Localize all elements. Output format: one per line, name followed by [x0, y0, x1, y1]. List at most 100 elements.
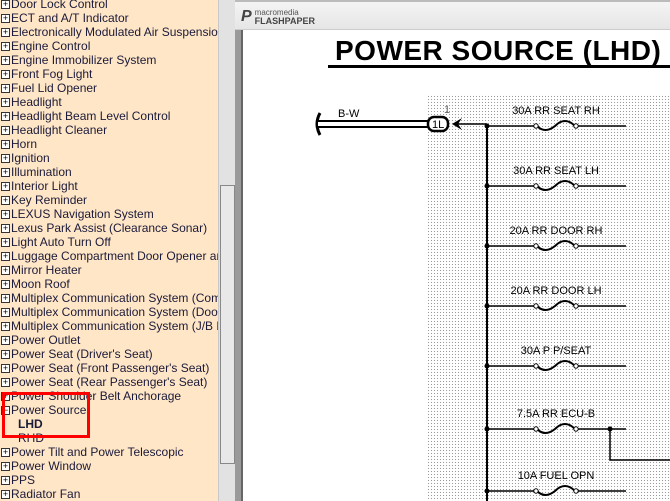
- tree-item-label: Power Seat (Front Passenger's Seat): [11, 361, 210, 375]
- tree-item-label: Engine Immobilizer System: [11, 53, 157, 67]
- expand-icon[interactable]: +: [1, 97, 10, 107]
- tree-item-label: Electronically Modulated Air Suspension: [11, 25, 218, 39]
- expand-icon[interactable]: +: [1, 167, 10, 177]
- expand-icon[interactable]: +: [1, 0, 10, 9]
- fuse-branch: 30A RR SEAT RH: [484, 105, 626, 131]
- fuse-label: 20A RR DOOR RH: [510, 225, 603, 237]
- tree-item-label: Key Reminder: [11, 193, 88, 207]
- document-page: POWER SOURCE (LHD) B-W 1L 1 30A RR SEAT …: [245, 30, 670, 501]
- wire-color-label: B-W: [338, 108, 360, 120]
- tree-item-label: Interior Light: [11, 179, 78, 193]
- tree-item-label: Moon Roof: [11, 277, 70, 291]
- tree-item-label: Power Seat (Rear Passenger's Seat): [11, 375, 208, 389]
- tree-item-label: Multiplex Communication System (Door ECU…: [11, 305, 218, 319]
- expand-icon[interactable]: +: [1, 139, 10, 149]
- tree-item-label: LEXUS Navigation System: [11, 207, 154, 221]
- title-underline: [328, 65, 670, 68]
- fuse-label: 30A RR SEAT RH: [512, 105, 600, 117]
- expand-icon[interactable]: +: [1, 321, 10, 331]
- expand-icon[interactable]: +: [1, 461, 10, 471]
- page-title: POWER SOURCE (LHD): [335, 35, 662, 66]
- connector-1l: [426, 115, 450, 133]
- scrollbar-thumb[interactable]: [220, 185, 235, 464]
- harness-wire: [316, 120, 429, 128]
- tree-item-label: Power Window: [11, 459, 92, 473]
- expand-icon[interactable]: +: [1, 181, 10, 191]
- fuse-symbol: [536, 180, 576, 191]
- tree-item-label: Power Outlet: [11, 333, 81, 347]
- fuse-label: 30A RR SEAT LH: [513, 165, 599, 177]
- expand-icon[interactable]: +: [1, 83, 10, 93]
- fuse-branch: 20A RR DOOR LH: [484, 285, 626, 311]
- fuse-symbol: [536, 360, 576, 371]
- tree-item-label: Light Auto Turn Off: [11, 235, 111, 249]
- fuse-branch: 20A RR DOOR RH: [484, 225, 626, 251]
- tree-item-label: Headlight: [11, 95, 62, 109]
- expand-icon[interactable]: +: [1, 237, 10, 247]
- fuse-symbol: [536, 120, 576, 131]
- expand-icon[interactable]: +: [1, 279, 10, 289]
- wiring-diagram: B-W 1L 1 30A RR SEAT RH 30A RR SEAT LH 2…: [315, 104, 670, 501]
- expand-icon[interactable]: +: [1, 293, 10, 303]
- fuse-label: 30A P P/SEAT: [521, 345, 592, 357]
- expand-icon[interactable]: +: [1, 69, 10, 79]
- fuse-symbol: [536, 240, 576, 251]
- expand-icon[interactable]: +: [1, 41, 10, 51]
- expand-icon[interactable]: +: [1, 265, 10, 275]
- tree-item-label: Lexus Park Assist (Clearance Sonar): [11, 221, 208, 235]
- connector-label: 1L: [432, 119, 444, 131]
- expand-icon[interactable]: +: [1, 447, 10, 457]
- expand-icon[interactable]: +: [1, 489, 10, 499]
- expand-icon[interactable]: +: [1, 153, 10, 163]
- tree-item-label: Power Tilt and Power Telescopic: [11, 445, 184, 459]
- tree-item-label: Radiator Fan: [11, 487, 81, 501]
- tree-item-label: Mirror Heater: [11, 263, 82, 277]
- tree-item-label: Headlight Cleaner: [11, 123, 108, 137]
- expand-icon[interactable]: +: [1, 251, 10, 261]
- tree-child-lhd[interactable]: LHD: [18, 417, 43, 431]
- expand-icon[interactable]: +: [1, 377, 10, 387]
- tree-item-label: Power Seat (Driver's Seat): [11, 347, 153, 361]
- sidebar-scrollbar[interactable]: [218, 0, 235, 501]
- expand-icon[interactable]: +: [1, 195, 10, 205]
- collapse-icon[interactable]: −: [1, 405, 10, 415]
- expand-icon[interactable]: +: [1, 349, 10, 359]
- expand-icon[interactable]: +: [1, 363, 10, 373]
- fuse-branch: 30A P P/SEAT: [484, 345, 626, 371]
- logo-line1: macromedia: [254, 7, 299, 17]
- expand-icon[interactable]: +: [1, 125, 10, 135]
- tree-item-label: Fuel Lid Opener: [11, 81, 98, 95]
- tree-item-label: Engine Control: [11, 39, 91, 53]
- expand-icon[interactable]: +: [1, 13, 10, 23]
- tree-item-label: Multiplex Communication System (Communic…: [11, 291, 218, 305]
- tree-child-rhd[interactable]: RHD: [18, 431, 44, 445]
- expand-icon[interactable]: +: [1, 27, 10, 37]
- logo-line2: FLASHPAPER: [254, 15, 316, 26]
- expand-icon[interactable]: +: [1, 111, 10, 121]
- tree-item-label: Front Fog Light: [11, 67, 93, 81]
- fuse-branch: 30A RR SEAT LH: [484, 165, 626, 191]
- tree-item-label: Headlight Beam Level Control: [11, 109, 171, 123]
- flashpaper-logo-icon: P: [241, 8, 252, 25]
- expand-icon[interactable]: +: [1, 475, 10, 485]
- expand-icon[interactable]: +: [1, 335, 10, 345]
- fuse-branch: 7.5A RR ECU-B: [484, 408, 670, 461]
- tree-sidebar: +Door Lock Control+ECT and A/T Indicator…: [0, 0, 218, 501]
- tree-item-label: PPS: [11, 473, 36, 487]
- tree-item-label: Illumination: [11, 165, 72, 179]
- tree-item-label: Door Lock Control: [11, 0, 108, 11]
- fuse-symbol: [536, 485, 576, 496]
- fuse-label: 20A RR DOOR LH: [510, 285, 601, 297]
- pin-label: 1: [444, 104, 450, 116]
- expand-icon[interactable]: +: [1, 307, 10, 317]
- fuse-symbol: [536, 300, 576, 311]
- tree-item-label: Luggage Compartment Door Opener and Clos…: [11, 249, 218, 263]
- highlight-box: [2, 392, 90, 438]
- tree-item-label: Horn: [11, 137, 38, 151]
- expand-icon[interactable]: +: [1, 209, 10, 219]
- tree-item-label: Power Source: [11, 403, 87, 417]
- expand-icon[interactable]: +: [1, 55, 10, 65]
- expand-icon[interactable]: +: [1, 223, 10, 233]
